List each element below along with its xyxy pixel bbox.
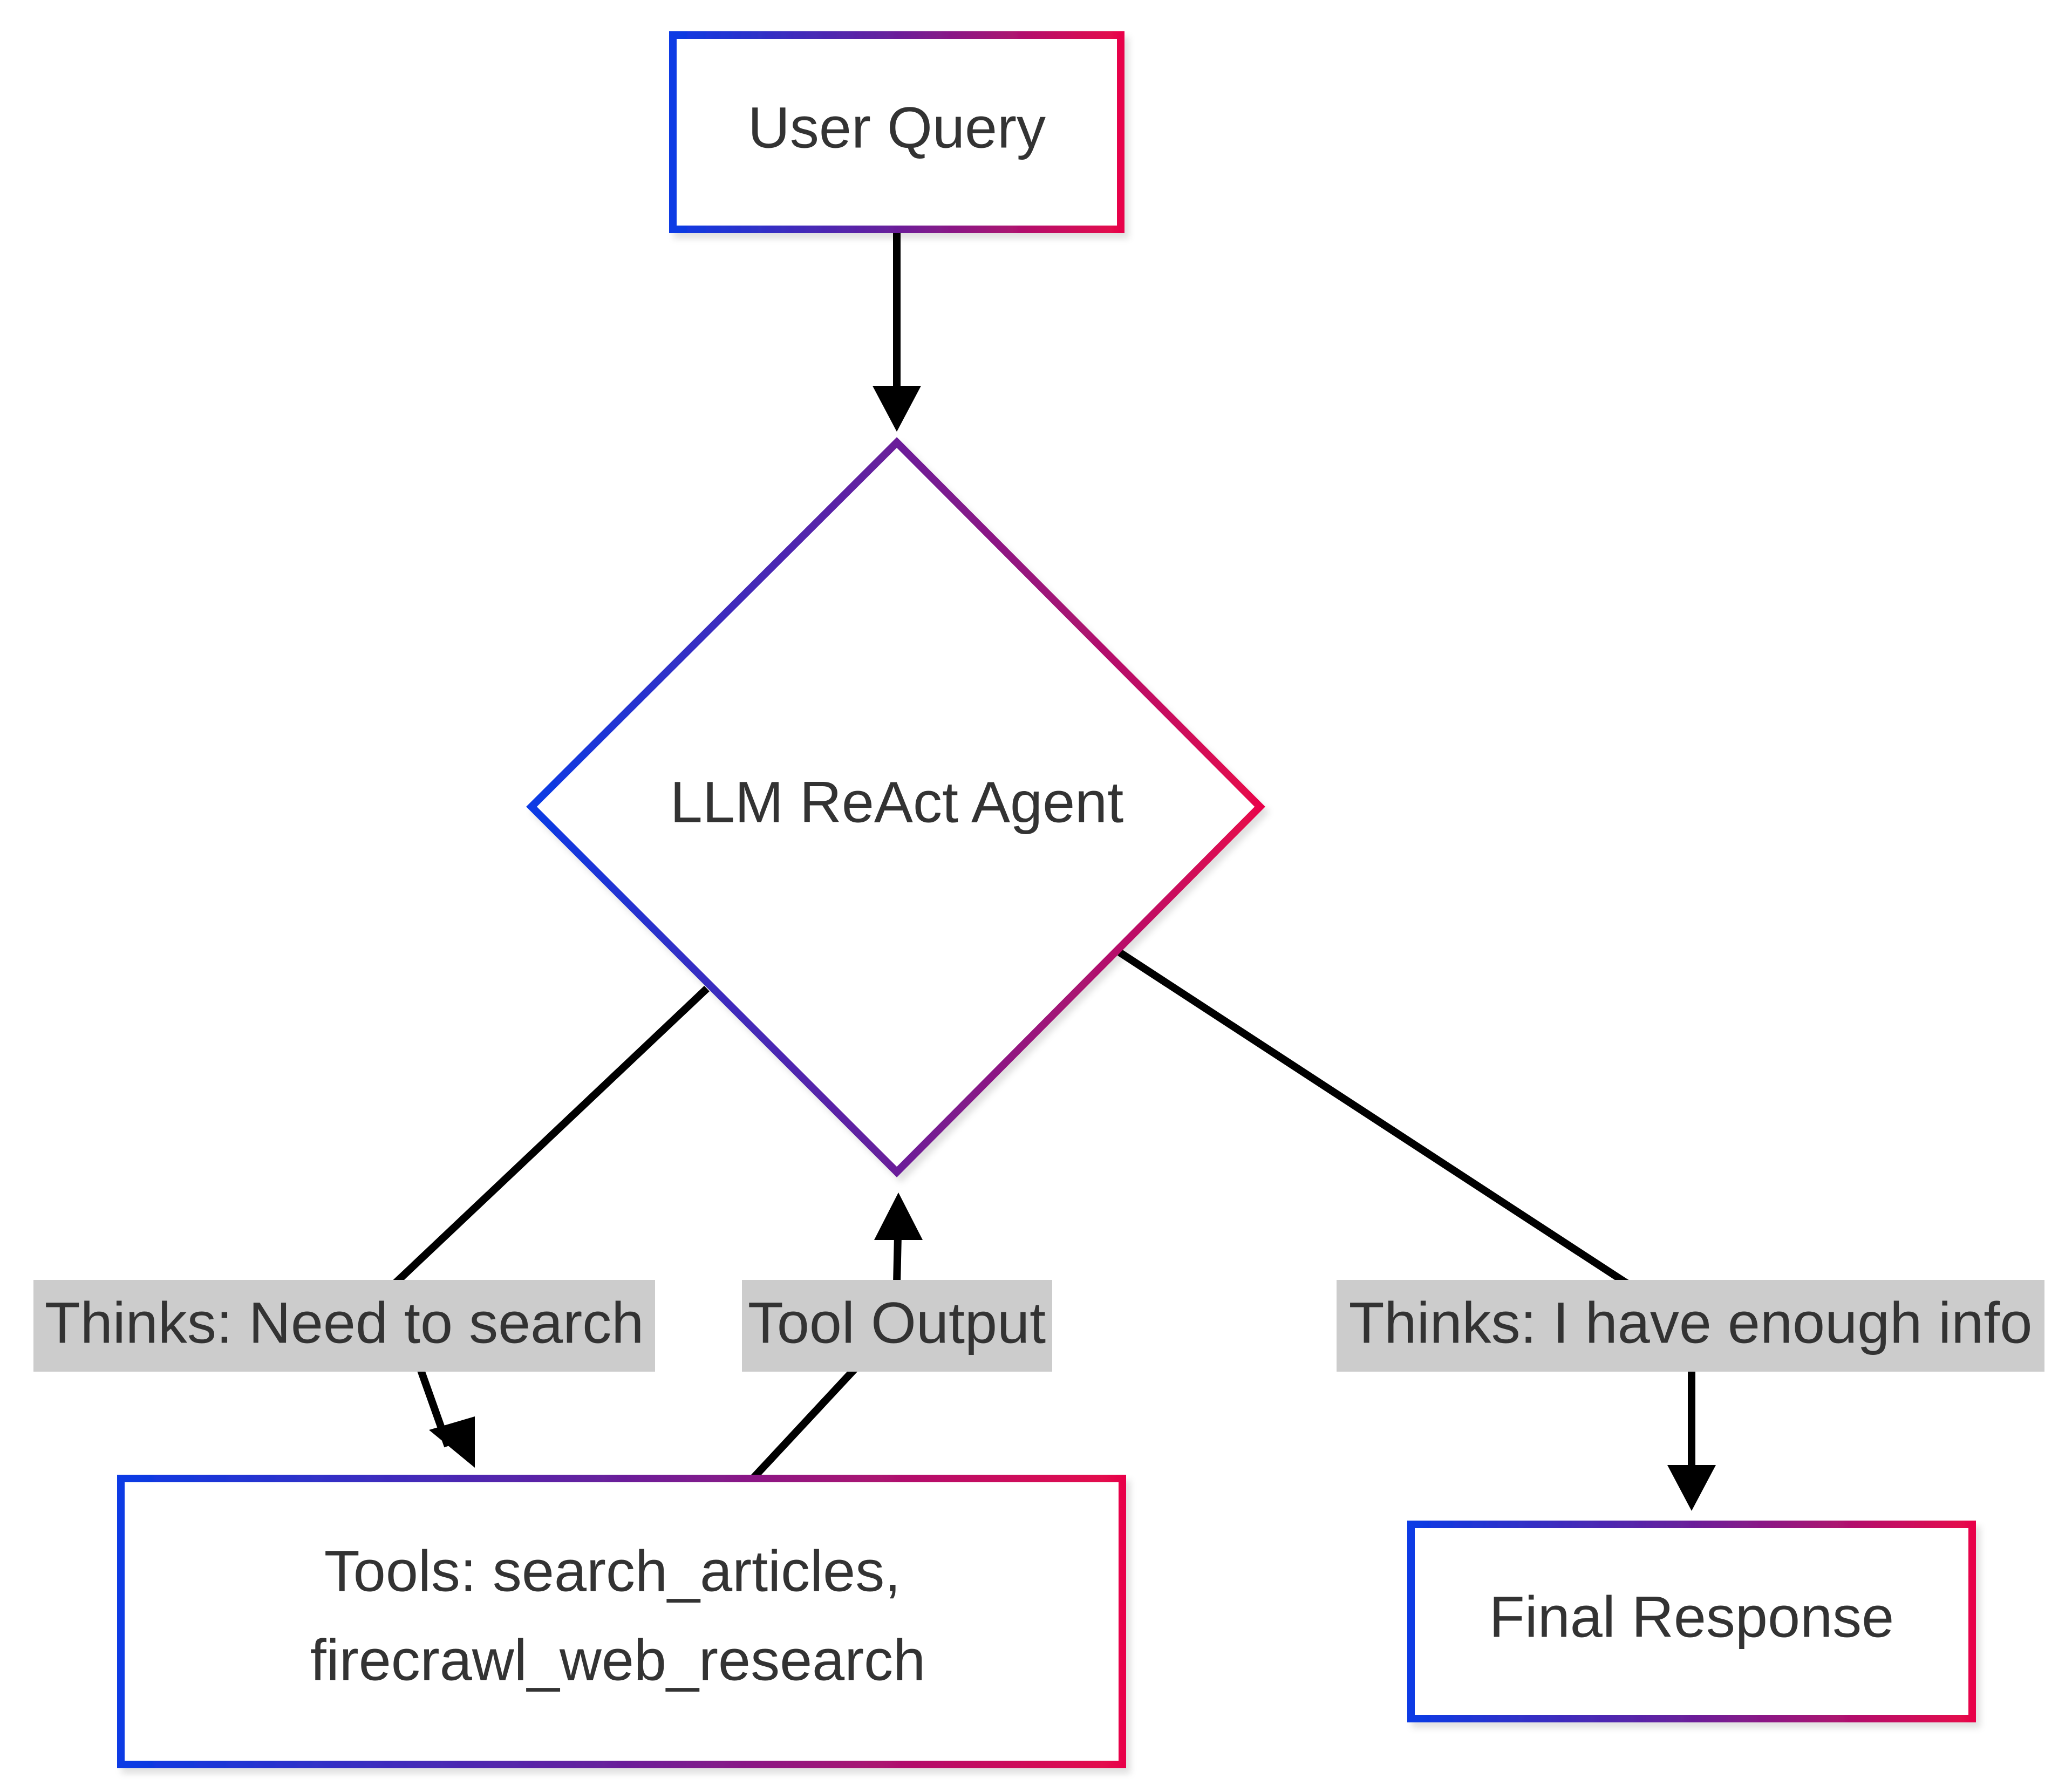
edge-label-background [1337, 1280, 2044, 1372]
edge-agent-to-final-response [1117, 949, 1716, 1511]
node-user-query: User Query [669, 31, 1124, 233]
node-label: User Query [748, 95, 1046, 160]
edge-label-enough-info: Thinks: I have enough info [1337, 1280, 2044, 1372]
arrowhead-diagonal-icon [429, 1416, 475, 1468]
edge-line [386, 985, 710, 1448]
node-label: Final Response [1489, 1584, 1894, 1650]
node-label-line-2: firecrawl_web_research [310, 1627, 926, 1693]
edge-user-query-to-agent [873, 232, 921, 432]
edge-line [1117, 949, 1695, 1473]
node-box [1407, 1521, 1976, 1722]
arrowhead-down-icon [1667, 1465, 1716, 1511]
edge-label-text: Thinks: I have enough info [1349, 1290, 2033, 1355]
edge-label-need-to-search: Thinks: Need to search [33, 1280, 655, 1372]
edge-label-text: Thinks: Need to search [45, 1290, 644, 1355]
node-box [117, 1475, 1126, 1768]
node-diamond [526, 437, 1265, 1177]
node-label-line-1: Tools: search_articles, [324, 1538, 901, 1604]
edge-agent-to-tools [386, 985, 710, 1468]
edge-label-background [742, 1280, 1052, 1372]
edge-label-background [33, 1280, 655, 1372]
node-final-response: Final Response [1407, 1521, 1976, 1722]
edge-label-tool-output: Tool Output [742, 1280, 1052, 1372]
node-tools: Tools: search_articles, firecrawl_web_re… [117, 1475, 1126, 1768]
node-agent: LLM ReAct Agent [526, 437, 1265, 1177]
edge-label-text: Tool Output [748, 1290, 1046, 1355]
node-box [669, 31, 1124, 233]
node-label: LLM ReAct Agent [670, 769, 1123, 835]
arrowhead-down-icon [873, 386, 921, 432]
arrowhead-up-icon [874, 1193, 923, 1240]
